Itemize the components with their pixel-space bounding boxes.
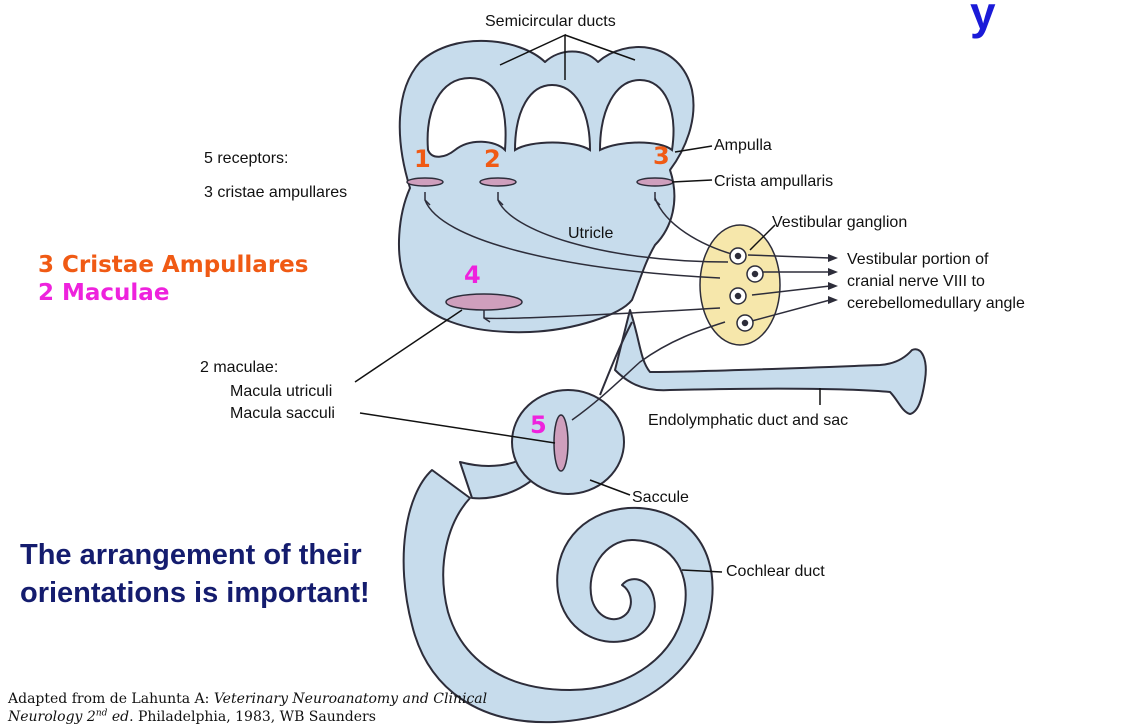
label-utricle: Utricle — [568, 225, 614, 242]
receptor-number-1: 1 — [414, 145, 431, 173]
receptor-number-2: 2 — [484, 145, 501, 173]
crista-2 — [479, 177, 517, 187]
label-vestibular-portion-1: Vestibular portion of — [847, 251, 989, 268]
label-2-maculae: 2 maculae: — [200, 359, 279, 376]
credit-line-1: Adapted from de Lahunta A: Veterinary Ne… — [8, 691, 488, 707]
legend-cristae: 3 Cristae Ampullares — [38, 252, 309, 278]
crista-1 — [406, 177, 444, 187]
label-semicircular-ducts: Semicircular ducts — [485, 13, 616, 30]
label-crista-ampullaris: Crista ampullaris — [714, 173, 834, 190]
receptor-number-5: 5 — [530, 411, 547, 439]
utriculosaccular-duct — [599, 321, 633, 396]
credit-line-2: Neurology 2nd ed. Philadelphia, 1983, WB… — [8, 708, 376, 725]
crista-3 — [636, 177, 674, 187]
label-saccule: Saccule — [632, 489, 689, 506]
duct-opening-middle — [513, 83, 592, 152]
endolymphatic-duct — [614, 309, 927, 415]
macula-utriculi — [445, 293, 523, 311]
label-ampulla: Ampulla — [714, 137, 772, 154]
receptor-number-4: 4 — [464, 261, 481, 289]
label-3-cristae: 3 cristae ampullares — [204, 184, 348, 201]
label-vestibular-portion-2: cranial nerve VIII to — [847, 273, 985, 290]
label-macula-utriculi: Macula utriculi — [230, 383, 333, 400]
callout-line-2: orientations is important! — [20, 577, 370, 609]
label-vestibular-ganglion: Vestibular ganglion — [772, 214, 908, 231]
label-macula-sacculi: Macula sacculi — [230, 405, 335, 422]
label-endolymphatic: Endolymphatic duct and sac — [648, 412, 849, 429]
label-vestibular-portion-3: cerebellomedullary angle — [847, 295, 1025, 312]
label-cochlear-duct: Cochlear duct — [726, 563, 825, 580]
macula-sacculi — [553, 414, 569, 472]
duct-opening-right — [598, 78, 675, 152]
legend-maculae: 2 Maculae — [38, 280, 170, 306]
cochlear-duct — [402, 469, 714, 724]
title-fragment: y — [970, 0, 996, 39]
duct-opening-left — [426, 76, 507, 158]
callout-line-1: The arrangement of their — [20, 539, 362, 571]
label-5-receptors: 5 receptors: — [204, 150, 289, 167]
receptor-number-3: 3 — [653, 142, 670, 170]
